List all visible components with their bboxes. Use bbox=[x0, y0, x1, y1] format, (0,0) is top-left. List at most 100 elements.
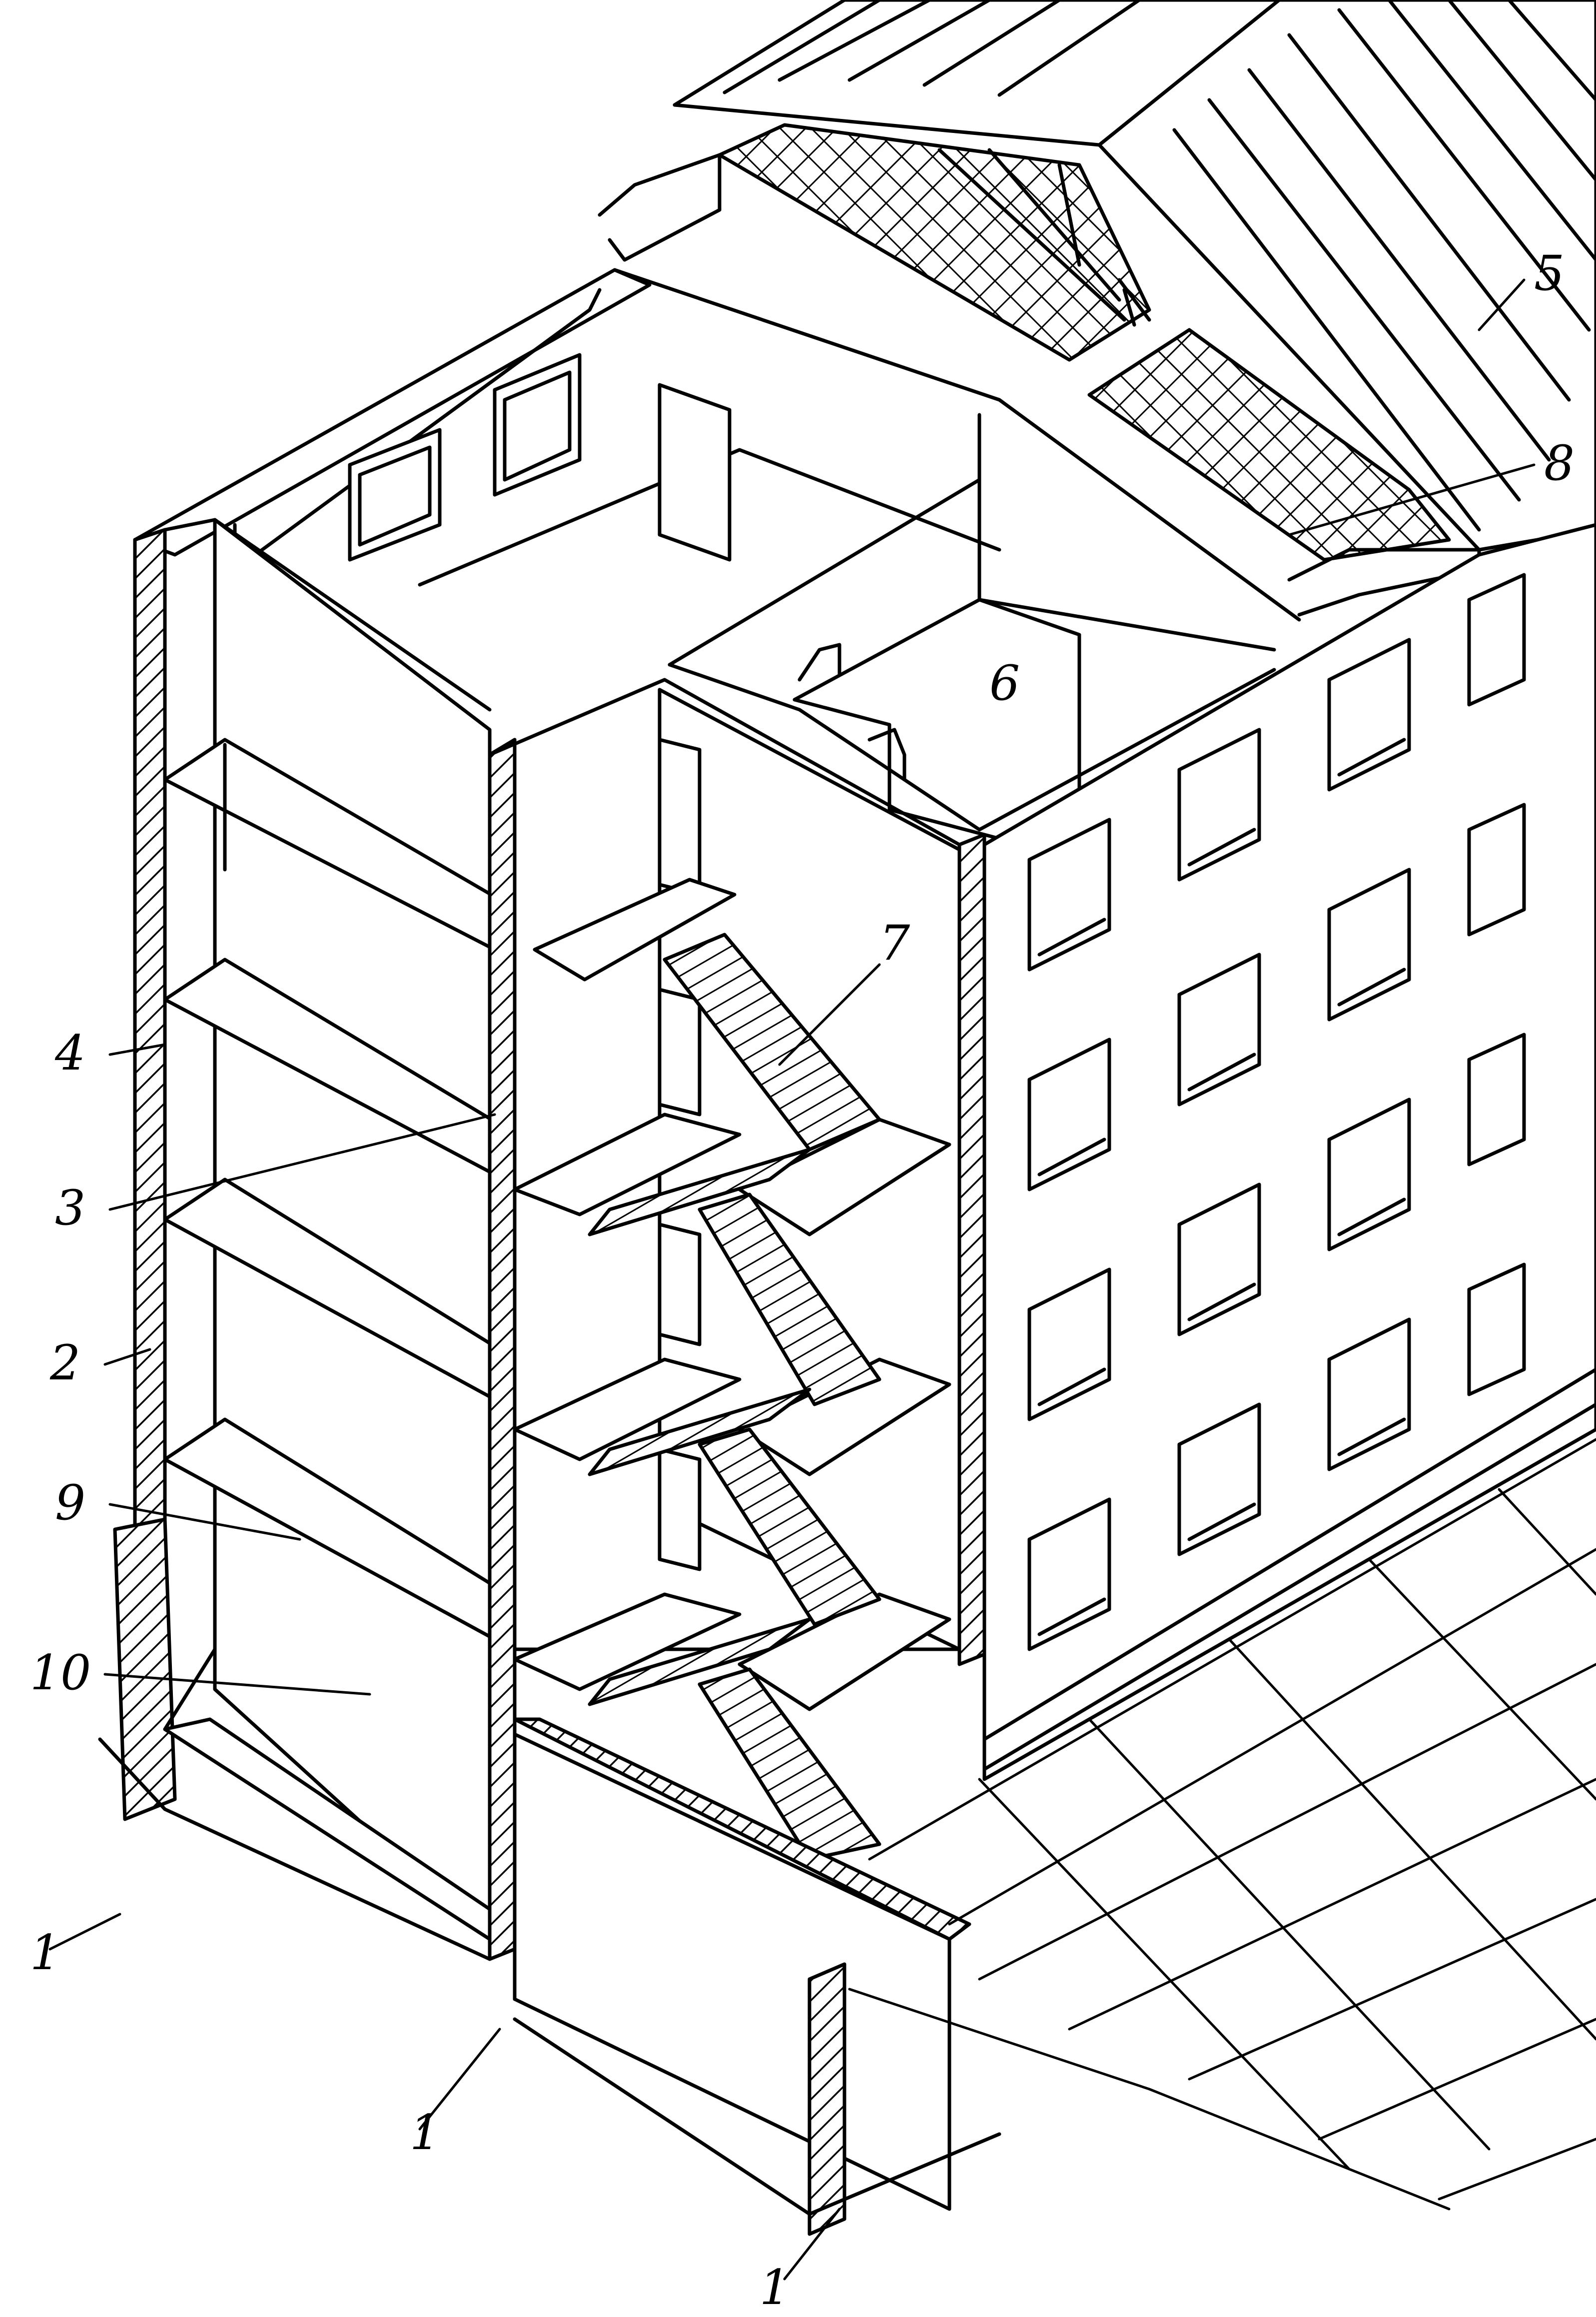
facade-windows bbox=[1027, 573, 1526, 1651]
roof-truss bbox=[937, 148, 1151, 327]
callout-2: 2 bbox=[49, 1335, 80, 1391]
upper-window-1-inner bbox=[358, 445, 432, 547]
room-6-ceiling-line bbox=[977, 598, 1276, 652]
stair-window-2 bbox=[658, 1222, 702, 1346]
leader-7 bbox=[778, 963, 881, 1066]
callout-1b: 1 bbox=[410, 2105, 440, 2161]
flight-ground bbox=[698, 1667, 881, 1861]
basement-space bbox=[513, 1732, 951, 2211]
upper-door bbox=[658, 383, 732, 562]
room-6-door bbox=[867, 728, 906, 782]
flight-2 bbox=[698, 1427, 881, 1626]
callout-1c: 1 bbox=[760, 2260, 790, 2316]
stair-wall-left bbox=[488, 738, 517, 1961]
ground-floor-slab bbox=[513, 1717, 971, 1941]
upper-window-2-inner bbox=[503, 370, 572, 482]
callout-6: 6 bbox=[989, 655, 1020, 711]
flight-1-up bbox=[588, 1617, 811, 1706]
upper-room-floor-line bbox=[418, 448, 1001, 587]
roof bbox=[598, 0, 1596, 617]
left-back-edge bbox=[213, 518, 492, 712]
top-slab-edge bbox=[613, 268, 1301, 622]
window bbox=[1467, 1262, 1526, 1396]
left-ground bbox=[98, 1737, 492, 1961]
window bbox=[1027, 1267, 1111, 1421]
stair-window-3 bbox=[658, 988, 702, 1117]
callout-9: 9 bbox=[55, 1475, 85, 1531]
leader-1c bbox=[783, 2208, 841, 2281]
leader-3 bbox=[108, 1113, 496, 1211]
landing-1a bbox=[513, 1592, 742, 1691]
facade-window-sills bbox=[1037, 738, 1406, 1636]
attic-insulation-lower bbox=[1087, 328, 1451, 562]
landing-3b bbox=[738, 1118, 951, 1236]
window bbox=[1027, 1497, 1111, 1651]
basement-right-wall bbox=[807, 1962, 846, 2236]
callout-7: 7 bbox=[879, 915, 910, 971]
leader-10 bbox=[103, 1673, 371, 1696]
stair-window-4 bbox=[658, 738, 702, 897]
window bbox=[1327, 868, 1411, 1022]
window bbox=[1327, 638, 1411, 792]
roof-slope-right-lines bbox=[1172, 0, 1596, 532]
facade-plinth bbox=[982, 1367, 1596, 1741]
callout-4: 4 bbox=[54, 1025, 85, 1081]
flight-3-up bbox=[588, 1148, 811, 1236]
roof-slope-left-lines bbox=[723, 0, 1141, 97]
stair-wall-right bbox=[957, 833, 986, 1666]
landing-2a bbox=[513, 1357, 742, 1461]
leader-5 bbox=[1478, 278, 1526, 331]
ground-edge bbox=[848, 1988, 1451, 2211]
roof-slope-right bbox=[1097, 0, 1596, 552]
callout-10: 10 bbox=[30, 1645, 91, 1701]
callout-labels: 5 8 6 7 4 3 2 9 10 1 1 1 bbox=[30, 245, 1575, 2316]
window bbox=[1027, 818, 1111, 972]
leader-1a bbox=[48, 1913, 121, 1951]
room-6-upper-door bbox=[798, 643, 841, 682]
leader-9 bbox=[108, 1503, 301, 1541]
landing-3a bbox=[513, 1113, 742, 1216]
attic-parapet bbox=[598, 153, 722, 262]
leader-lines bbox=[48, 278, 1536, 2281]
leader-4 bbox=[108, 1043, 166, 1056]
left-inner-face bbox=[163, 518, 217, 1731]
leader-8 bbox=[1288, 463, 1536, 536]
window bbox=[1177, 728, 1261, 882]
window bbox=[1177, 1402, 1261, 1556]
window bbox=[1177, 953, 1261, 1107]
stair-section bbox=[488, 678, 1001, 2236]
callout-3: 3 bbox=[55, 1180, 85, 1236]
facade-wall bbox=[982, 523, 1596, 1781]
leader-2 bbox=[103, 1348, 151, 1366]
landing-4 bbox=[533, 878, 737, 982]
window bbox=[1327, 1317, 1411, 1471]
stair-window-1 bbox=[658, 1447, 702, 1571]
upper-window-2 bbox=[493, 353, 582, 497]
window bbox=[1467, 803, 1526, 937]
callout-1a: 1 bbox=[30, 1925, 60, 1981]
window bbox=[1467, 573, 1526, 707]
callout-5: 5 bbox=[1534, 245, 1565, 301]
room-6-floor bbox=[668, 663, 1276, 832]
upper-storey bbox=[133, 268, 1301, 862]
callout-8: 8 bbox=[1544, 435, 1575, 491]
upper-window-1 bbox=[348, 428, 442, 562]
attic-insulation-upper bbox=[718, 123, 1151, 362]
leader-1b bbox=[418, 2028, 501, 2131]
window bbox=[1027, 1038, 1111, 1191]
flight-2-up bbox=[588, 1387, 811, 1476]
left-section bbox=[98, 518, 502, 1961]
upper-partition-2 bbox=[668, 478, 981, 667]
facade bbox=[982, 523, 1596, 1781]
left-foundation bbox=[113, 1517, 177, 1821]
basement-floor-line bbox=[513, 2017, 1001, 2216]
roof-slope-left bbox=[673, 0, 1281, 147]
facade-plinth-2 bbox=[982, 1402, 1596, 1771]
flight-4 bbox=[663, 933, 881, 1152]
window bbox=[1327, 1098, 1411, 1251]
flight-3 bbox=[698, 1192, 881, 1406]
pavement bbox=[848, 1438, 1596, 2211]
window bbox=[1467, 1033, 1526, 1166]
window bbox=[1177, 1182, 1261, 1336]
